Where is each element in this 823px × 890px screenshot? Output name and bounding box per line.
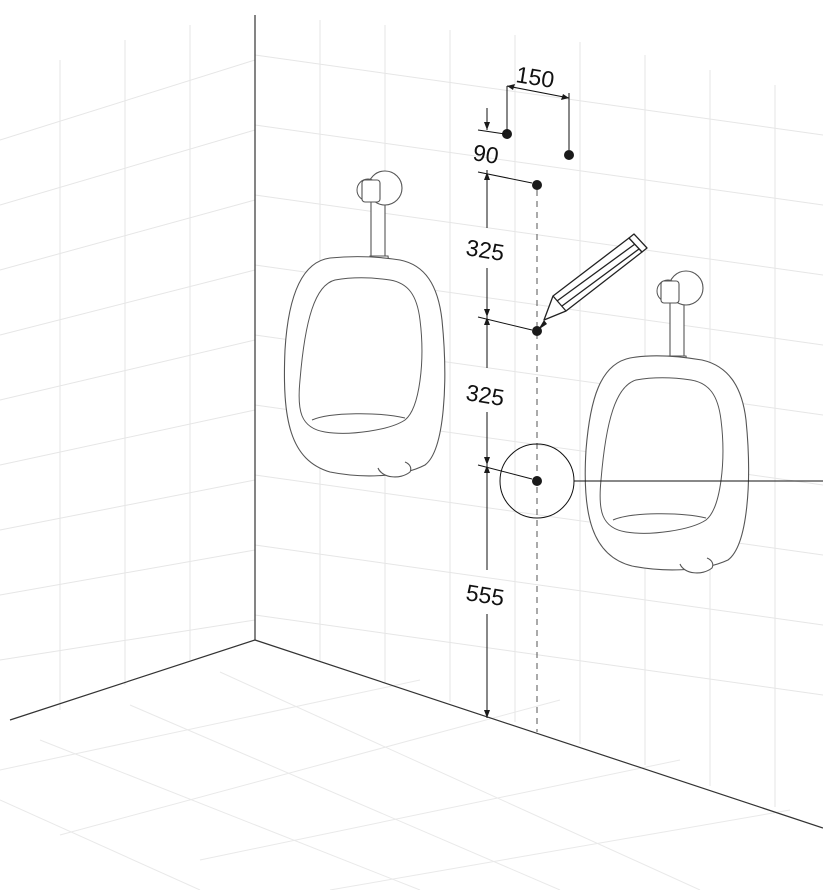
urinal-left: [283, 170, 446, 478]
left-wall-tiles: [0, 25, 256, 710]
mount-point-left: [502, 129, 512, 139]
dimension-horizontal: [506, 84, 570, 150]
dimension-vertical: [477, 108, 533, 718]
dimension-middle-label: 325: [464, 379, 506, 411]
urinal-right: [584, 270, 750, 574]
dimension-top-offset-label: 90: [471, 139, 500, 169]
dimension-floor-label: 555: [464, 579, 506, 611]
mount-point-inlet: [532, 180, 542, 190]
dimension-upper-label: 325: [464, 234, 506, 266]
pencil-icon: [538, 233, 648, 330]
floor-tiles: [0, 671, 791, 890]
outlet-point: [532, 476, 542, 486]
room-edges: [9, 15, 823, 829]
dimension-horizontal-label: 150: [514, 61, 556, 93]
right-wall-tiles: [254, 20, 823, 807]
mount-point-right: [564, 150, 574, 160]
